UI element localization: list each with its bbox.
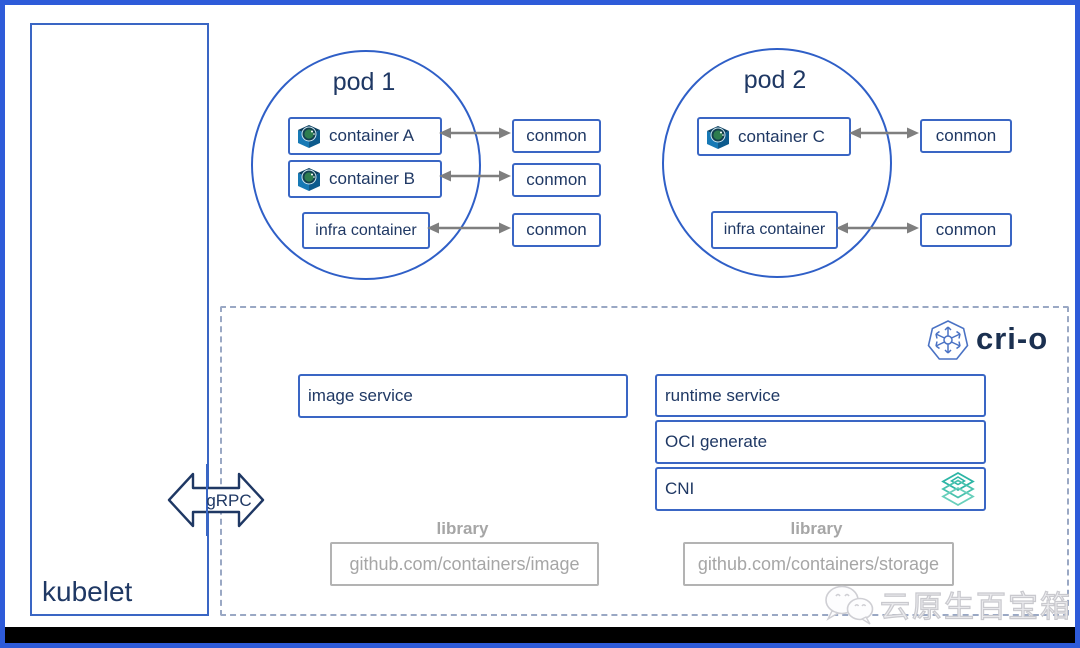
kubelet-box: kubelet [30,23,209,616]
cni-icon [941,471,975,507]
service-label: image service [308,386,413,405]
link-arrow [439,170,511,182]
conmon-box: conmon [512,119,601,153]
watermark: 云原生百宝箱 [822,582,1072,626]
watermark-text: 云原生百宝箱 [879,590,1072,624]
link-arrow [439,127,511,139]
container-label: container C [738,126,825,146]
library-box-image: github.com/containers/image [330,542,599,586]
image-service-box: image service [298,374,628,418]
container-c-box: container C [697,117,851,156]
conmon-label: conmon [526,220,587,239]
wechat-icon [825,585,874,625]
cni-box: CNI [655,467,986,511]
link-arrow [849,127,919,139]
container-icon [298,125,320,148]
service-label: CNI [665,479,695,498]
container-b-box: container B [288,160,442,198]
container-label: container B [329,169,415,188]
pod-2-label: pod 2 [743,66,807,94]
container-label: container A [329,126,415,145]
infra-container-box: infra container [711,211,838,249]
link-arrow [836,222,919,234]
container-a-box: container A [288,117,442,155]
container-label: infra container [723,221,826,238]
container-icon [707,125,729,149]
crio-region [220,306,1069,616]
library-path: github.com/containers/image [349,553,580,574]
container-icon [298,168,320,191]
kubelet-label: kubelet [42,576,133,607]
infra-container-box: infra container [302,212,430,249]
library-box-storage: github.com/containers/storage [683,542,954,586]
conmon-label: conmon [526,170,587,189]
crio-logo-icon [927,320,969,360]
grpc-arrow: gRPC [167,464,265,536]
conmon-label: conmon [935,126,997,145]
library-path: github.com/containers/storage [697,553,940,574]
pod-1-label: pod 1 [332,68,396,96]
runtime-service-box: runtime service [655,374,986,417]
library-label: library [436,519,489,538]
conmon-label: conmon [935,220,997,239]
service-label: OCI generate [665,432,768,451]
service-label: runtime service [665,385,781,405]
link-arrow [427,222,511,234]
crio-brand: cri-o [976,321,1049,356]
conmon-box: conmon [512,163,601,197]
conmon-box: conmon [920,213,1012,247]
conmon-box: conmon [512,213,601,247]
library-label: library [790,519,843,538]
conmon-label: conmon [526,126,587,145]
grpc-label: gRPC [206,491,251,510]
conmon-box: conmon [920,119,1012,153]
container-label: infra container [315,221,417,239]
bottom-black-bar [5,627,1075,643]
oci-generate-box: OCI generate [655,420,986,464]
